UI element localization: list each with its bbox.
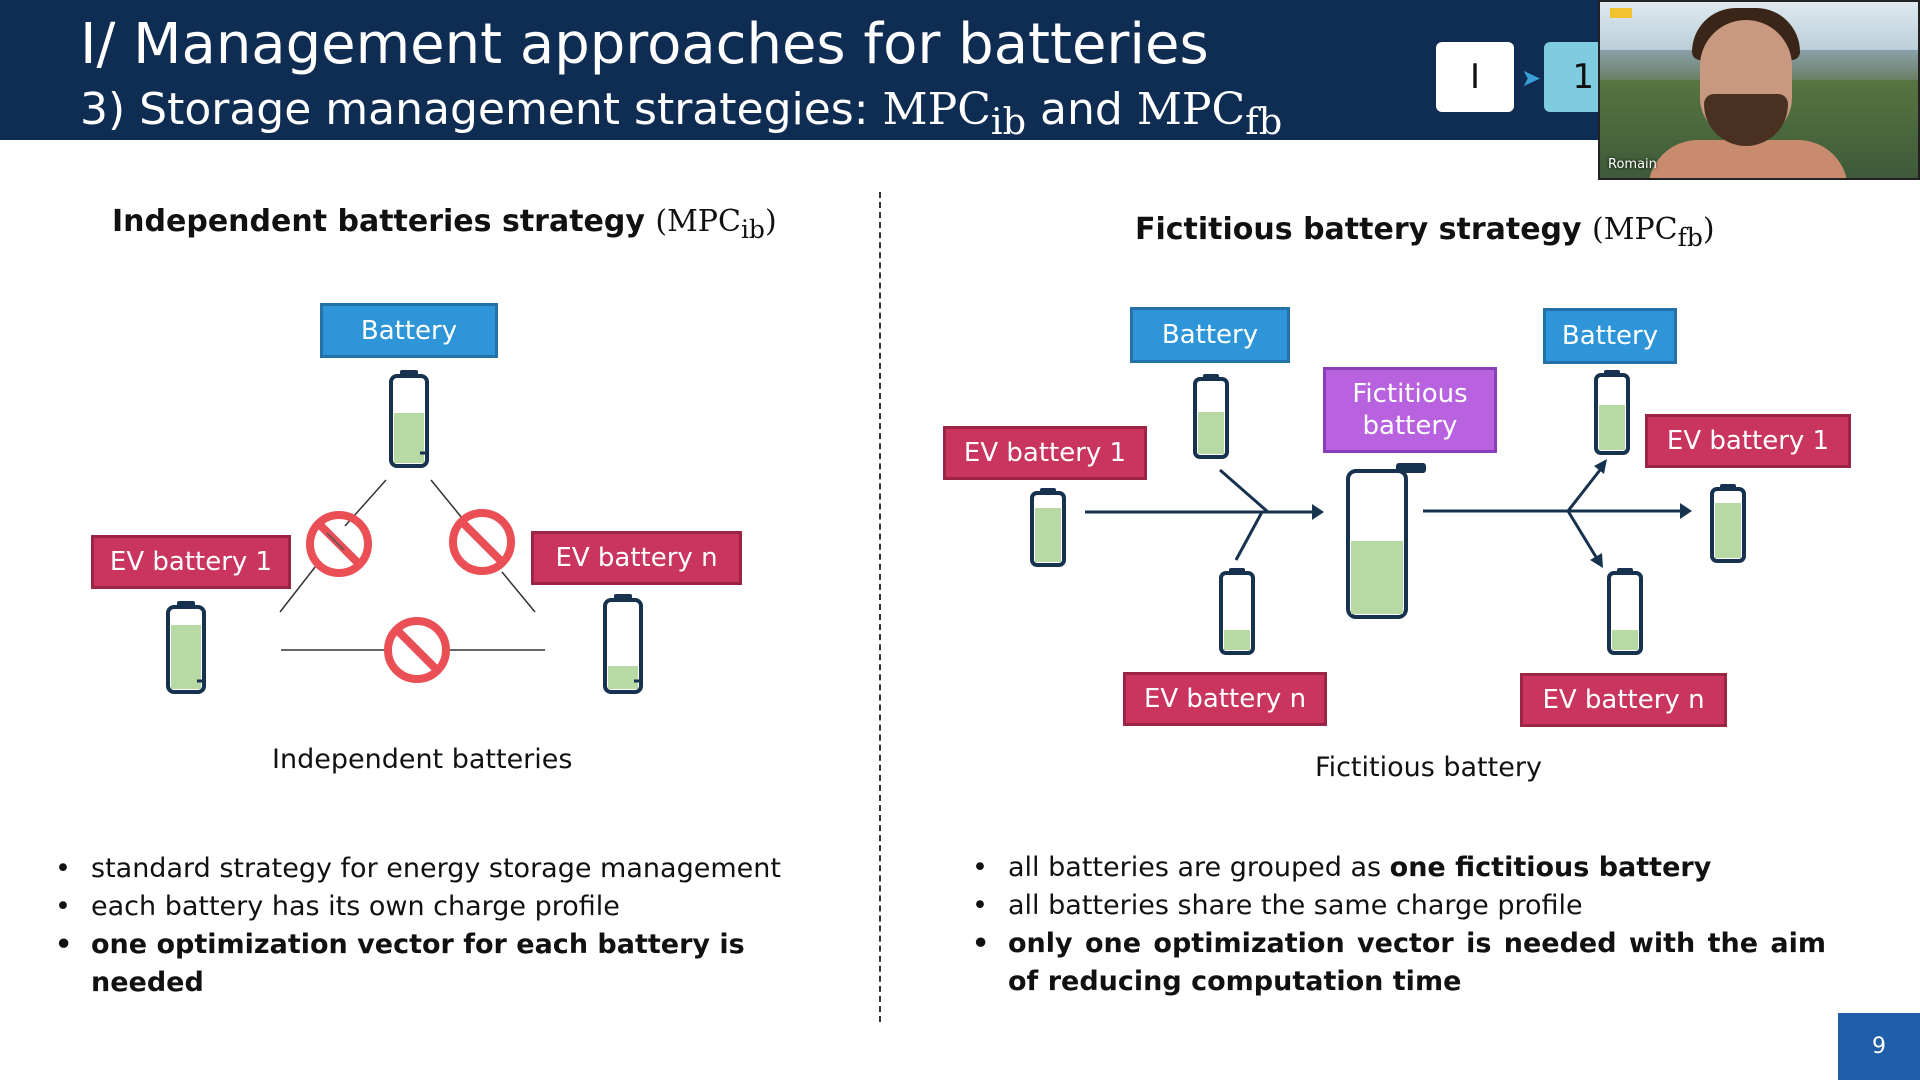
battery-icon — [1594, 370, 1630, 455]
arrow-right-icon: ➤ — [1521, 64, 1542, 92]
right-ev-battery-1-label-2: EV battery 1 — [1645, 414, 1851, 468]
arrow-icon — [1312, 504, 1324, 520]
left-bullet-list: standard strategy for energy storage man… — [55, 850, 815, 1002]
subtitle-and: and — [1026, 84, 1137, 135]
bullet-bold-text: one fictitious battery — [1389, 852, 1712, 883]
arrow-line — [1234, 511, 1264, 561]
bullet-item: each battery has its own charge profile — [55, 888, 815, 926]
left-section-title: Independent batteries strategy (MPCib) — [112, 204, 777, 244]
participant-shirt — [1648, 140, 1848, 178]
ib-subscript: ib — [990, 99, 1027, 143]
left-ev-battery-1-label: EV battery 1 — [91, 535, 291, 589]
right-diagram-caption: Fictitious battery — [1315, 752, 1542, 783]
no-entry-icon — [306, 511, 372, 577]
battery-icon — [1710, 484, 1746, 563]
bullet-text: all batteries are grouped as — [1008, 852, 1390, 883]
right-battery-label: Battery — [1130, 307, 1290, 363]
right-bullet-list: all batteries are grouped as one fictiti… — [972, 849, 1826, 1001]
battery-icon — [1030, 488, 1066, 567]
arrow-icon — [1594, 459, 1607, 474]
link-line — [501, 571, 536, 613]
no-entry-icon — [449, 509, 515, 575]
mpc-text: MPC — [667, 204, 741, 239]
fictitious-battery-label: Fictitious battery — [1323, 367, 1497, 453]
slide-subtitle: 3) Storage management strategies: MPCib … — [80, 80, 1282, 152]
bullet-item: all batteries are grouped as one fictiti… — [972, 849, 1826, 887]
bullet-item: one optimization vector for each battery… — [55, 926, 815, 1002]
battery-icon — [1193, 374, 1229, 459]
left-diagram-caption: Independent batteries — [272, 744, 573, 775]
bullet-item: only one optimization vector is needed w… — [972, 925, 1826, 1001]
fictitious-label-line2: battery — [1362, 411, 1458, 441]
battery-icon — [389, 370, 429, 468]
right-section-title: Fictitious battery strategy (MPCfb) — [1135, 212, 1715, 252]
mpc-fb-formula: MPCfb — [1136, 84, 1282, 143]
battery-icon — [166, 601, 206, 694]
arrow-icon — [1680, 503, 1692, 519]
section-nav-box-i[interactable]: I — [1436, 42, 1514, 112]
link-line — [279, 561, 320, 613]
mpc-text: MPC — [1603, 212, 1678, 247]
battery-icon — [1219, 568, 1255, 655]
ib-subscript: ib — [740, 215, 765, 244]
page-number: 9 — [1838, 1013, 1920, 1080]
arrow-line — [1219, 468, 1269, 514]
battery-icon — [603, 594, 643, 694]
arrow-line — [1566, 510, 1598, 558]
right-ev-battery-1-label: EV battery 1 — [943, 426, 1147, 480]
participant-name: Romain — [1608, 157, 1657, 172]
mpc-ib-formula: MPCib — [882, 84, 1027, 143]
mpc-text: MPC — [1136, 84, 1246, 135]
fb-subscript: fb — [1677, 223, 1703, 252]
left-title-formula: (MPCib) — [655, 204, 777, 244]
arrow-icon — [1590, 553, 1603, 568]
right-battery-label-2: Battery — [1543, 308, 1677, 364]
bullet-item: standard strategy for energy storage man… — [55, 850, 815, 888]
arrow-line — [1566, 469, 1602, 512]
left-ev-battery-n-label: EV battery n — [531, 531, 742, 585]
fictitious-battery-icon — [1346, 463, 1426, 619]
bullet-item: all batteries share the same charge prof… — [972, 887, 1826, 925]
right-title-text: Fictitious battery strategy — [1135, 212, 1593, 247]
no-entry-icon — [384, 617, 450, 683]
fb-subscript: fb — [1245, 99, 1283, 143]
left-battery-label: Battery — [320, 303, 498, 358]
mpc-text: MPC — [882, 84, 991, 135]
subtitle-prefix: 3) Storage management strategies: — [80, 84, 883, 135]
right-title-formula: (MPCfb) — [1592, 212, 1715, 252]
webcam-video-tile[interactable]: Romain — [1598, 0, 1920, 180]
slide-title: I/ Management approaches for batteries — [80, 12, 1209, 77]
section-nav-box-1[interactable]: 1 — [1544, 42, 1598, 112]
link-line — [430, 479, 463, 519]
battery-icon — [1607, 568, 1643, 655]
left-title-text: Independent batteries strategy — [112, 204, 656, 239]
fictitious-label-line1: Fictitious — [1352, 379, 1468, 409]
right-ev-battery-n-label: EV battery n — [1123, 672, 1327, 726]
webcam-logo-icon — [1610, 8, 1632, 18]
column-divider — [879, 192, 881, 1022]
right-ev-battery-n-label-2: EV battery n — [1520, 673, 1727, 727]
